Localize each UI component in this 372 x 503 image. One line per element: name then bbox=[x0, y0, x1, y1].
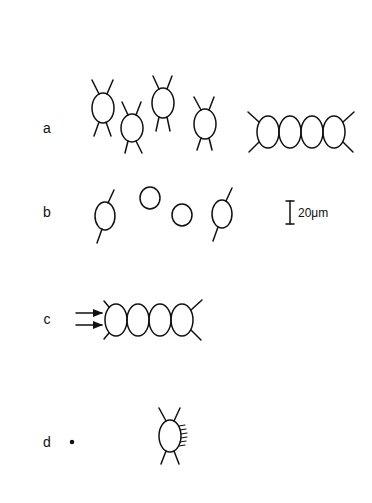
diatom-cell bbox=[213, 227, 218, 241]
diatom-cell bbox=[153, 76, 159, 89]
flow-arrows bbox=[76, 312, 102, 314]
diatom-chain bbox=[248, 112, 259, 122]
dot bbox=[71, 441, 74, 444]
diatom-cell bbox=[121, 114, 143, 142]
diatom-cell bbox=[167, 117, 170, 131]
panel-letter: c bbox=[44, 312, 51, 326]
diatom-cell bbox=[209, 97, 214, 110]
diatom-cell bbox=[156, 117, 159, 131]
flow-arrows bbox=[76, 313, 102, 325]
diatom-chain bbox=[343, 142, 353, 152]
diatom-cell bbox=[92, 93, 114, 123]
scale-bar bbox=[289, 201, 291, 224]
hatching bbox=[180, 441, 186, 442]
diatom-cell bbox=[194, 109, 216, 139]
diatom-chain bbox=[191, 300, 202, 310]
scale-bar bbox=[286, 200, 294, 202]
diatom-cell bbox=[209, 138, 212, 150]
diatom-chain bbox=[279, 116, 301, 148]
diatom-chain bbox=[149, 304, 171, 336]
diatom-chain bbox=[104, 301, 109, 307]
diatom-cell bbox=[174, 408, 180, 421]
diatom-cell bbox=[121, 102, 143, 153]
diatom-cell bbox=[94, 122, 99, 136]
diatom-cell bbox=[92, 80, 99, 94]
diatom-chain bbox=[343, 112, 354, 122]
diatom-chain bbox=[301, 116, 323, 148]
diatom-cell bbox=[140, 187, 160, 209]
scale-bar bbox=[286, 201, 294, 224]
diatom-cell bbox=[161, 451, 166, 464]
diatom-chain bbox=[104, 333, 109, 339]
diatom-chain bbox=[127, 304, 149, 336]
diatom-cell bbox=[167, 76, 172, 89]
dot bbox=[71, 441, 74, 444]
diatom-cell bbox=[159, 408, 181, 464]
diatom-chain bbox=[249, 142, 259, 152]
hatching bbox=[180, 429, 186, 430]
diatom-cell bbox=[194, 97, 201, 110]
diatom-chain bbox=[323, 116, 345, 148]
diatom-chain bbox=[104, 300, 202, 340]
hatching bbox=[179, 425, 187, 446]
diatom-cell bbox=[97, 229, 102, 243]
panel-letter: d bbox=[43, 435, 51, 449]
diatom-cell bbox=[159, 408, 166, 421]
diatom-cell bbox=[212, 200, 232, 228]
hatching bbox=[179, 425, 185, 426]
flow-arrows bbox=[76, 324, 102, 326]
diatom-cell bbox=[152, 76, 174, 131]
diatom-cell bbox=[212, 188, 232, 241]
diatom-cell bbox=[136, 102, 141, 115]
diatom-cell bbox=[136, 141, 142, 153]
diatom-cell bbox=[95, 190, 115, 243]
diatom-cell bbox=[197, 138, 201, 150]
scale-bar bbox=[286, 223, 294, 225]
diatom-cell bbox=[125, 141, 128, 153]
diatom-cell bbox=[108, 190, 114, 203]
diatom-cell bbox=[194, 97, 216, 150]
diatom-cell bbox=[140, 187, 160, 209]
diatom-cell bbox=[92, 80, 114, 136]
diatom-cell bbox=[107, 80, 113, 94]
diatom-cell bbox=[226, 188, 232, 201]
panel-letter: b bbox=[43, 205, 51, 219]
diatom-cell bbox=[172, 204, 192, 226]
diatom-cell bbox=[152, 88, 174, 118]
diatom-cell bbox=[172, 204, 192, 226]
hatching bbox=[181, 433, 187, 434]
diatom-cell bbox=[122, 102, 128, 115]
diatom-cell bbox=[159, 420, 181, 452]
diatom-chain bbox=[191, 330, 201, 340]
diatom-cell bbox=[106, 122, 111, 136]
diatom-chain bbox=[257, 116, 279, 148]
diatom-chain bbox=[105, 304, 127, 336]
diatom-chain bbox=[171, 304, 193, 336]
diatom-cell bbox=[95, 202, 115, 230]
panel-letter: a bbox=[43, 121, 51, 135]
hatching bbox=[179, 445, 185, 446]
scale-label: 20μm bbox=[298, 207, 328, 219]
diatom-chain bbox=[248, 112, 354, 152]
diatom-cell bbox=[174, 451, 179, 464]
hatching bbox=[181, 437, 187, 438]
